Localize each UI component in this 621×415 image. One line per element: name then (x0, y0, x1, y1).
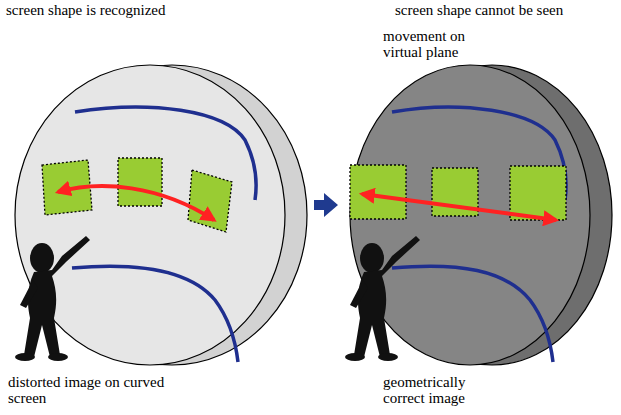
caption-label: distorted image on curved screen (8, 374, 168, 406)
heading-label: screen shape cannot be seen (395, 2, 617, 18)
curved-screen (15, 65, 307, 365)
annotation-label: movement on virtual plane (383, 28, 493, 60)
guide-curves (392, 107, 566, 362)
hidden-screen (350, 65, 612, 365)
movement-arrow (58, 186, 214, 220)
heading-label: screen shape is recognized (6, 2, 246, 18)
image-patches (42, 158, 232, 232)
guide-curves (72, 107, 256, 362)
caption-label: geometrically correct image (383, 374, 503, 406)
image-patches (350, 165, 566, 220)
transition-arrow (314, 193, 338, 217)
person-figure (345, 236, 420, 361)
person-figure (15, 236, 90, 361)
movement-arrow (362, 194, 556, 220)
